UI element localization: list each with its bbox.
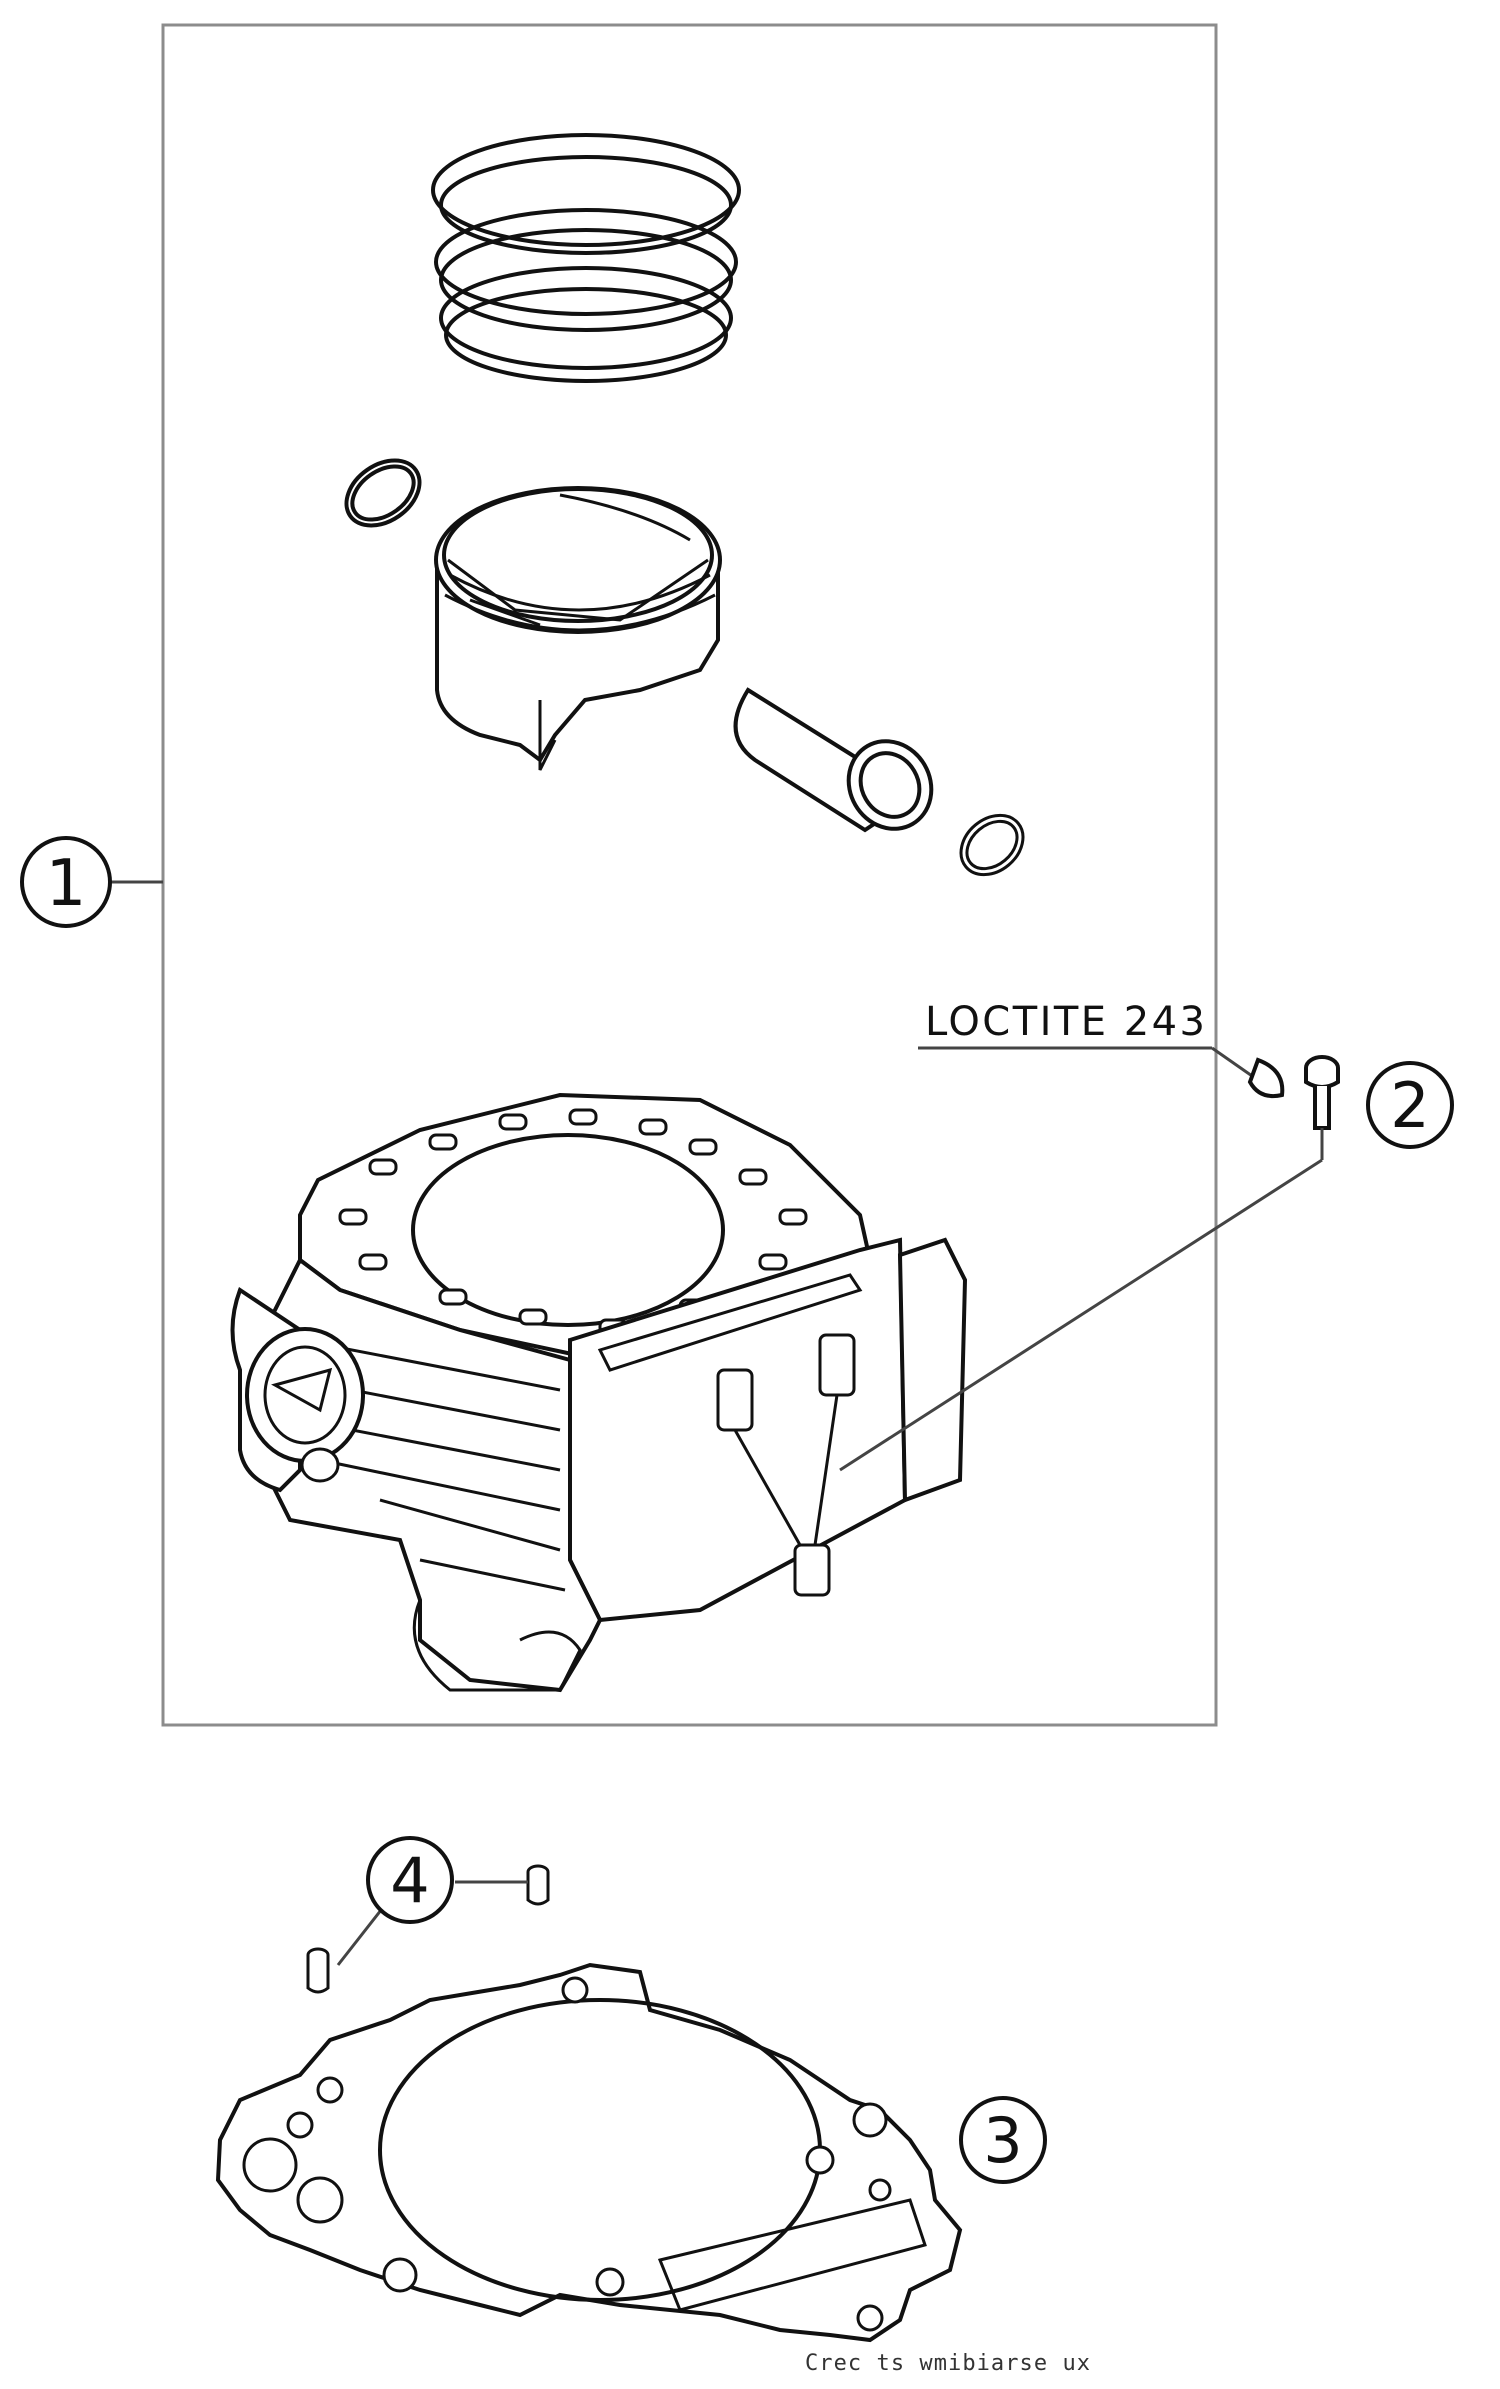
piston <box>434 486 722 771</box>
callout-1-circle <box>20 836 112 928</box>
piston-rings <box>431 133 741 383</box>
screw <box>1304 1055 1340 1130</box>
callout-1-label: 1 <box>46 847 87 921</box>
dowel-pin-upper <box>526 1864 550 1906</box>
circlip-left <box>344 458 422 528</box>
callout-3-circle <box>959 2096 1047 2184</box>
callout-4-label: 4 <box>390 1844 429 1917</box>
screw-leader-diagonal <box>839 1158 1323 1472</box>
callout-2-label: 2 <box>1390 1069 1429 1142</box>
callout-2-circle <box>1366 1061 1454 1149</box>
leader-4-lower <box>336 1904 387 1966</box>
loctite-note: LOCTITE 243 <box>925 999 1205 1045</box>
assembly-frame <box>161 23 1218 1727</box>
footer-text: Crec ts wmibiarse ux <box>805 2351 1090 2376</box>
circlip-right <box>959 813 1025 877</box>
cylinder-gasket <box>215 1962 963 2343</box>
cylinder <box>230 1092 968 1693</box>
piston-pin <box>733 687 934 833</box>
locking-washer <box>1247 1057 1285 1099</box>
dowel-pin-lower <box>306 1947 330 1994</box>
callout-4-circle <box>366 1836 454 1924</box>
callout-3-label: 3 <box>983 2104 1022 2177</box>
